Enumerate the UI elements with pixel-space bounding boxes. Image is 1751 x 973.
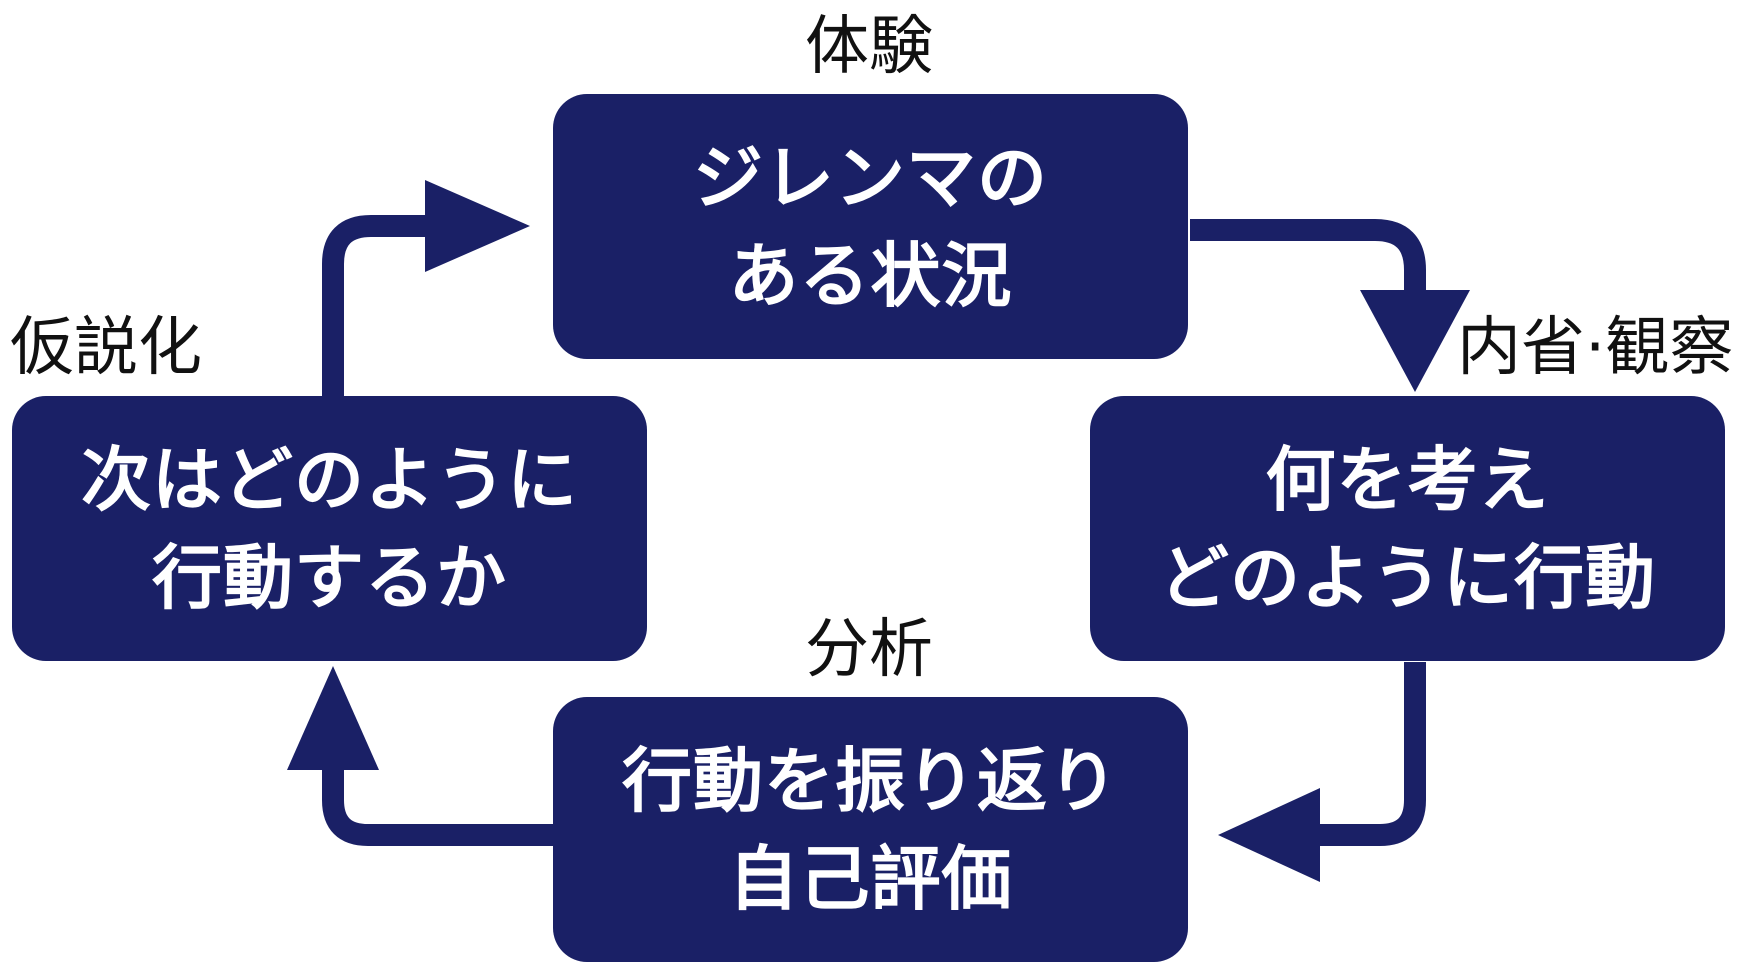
arrow-analysis-to-hypothesis bbox=[322, 760, 553, 846]
stage-experience-line2: ある状況 bbox=[728, 234, 1013, 317]
arrowhead-up bbox=[287, 666, 379, 770]
label-hypothesis: 仮説化 bbox=[10, 311, 202, 385]
arrow-heads bbox=[287, 180, 1470, 882]
arrowhead-right bbox=[425, 180, 530, 272]
arrow-reflection-to-analysis bbox=[1305, 662, 1426, 846]
arrowhead-down bbox=[1360, 290, 1470, 392]
stage-reflection-line1: 何を考え bbox=[1265, 438, 1550, 521]
arrow-hypothesis-to-experience bbox=[322, 215, 430, 396]
arrow-lines bbox=[322, 215, 1426, 846]
stage-hypothesis-line2: 行動するか bbox=[152, 536, 507, 619]
stage-analysis-line2: 自己評価 bbox=[728, 837, 1013, 920]
arrowhead-left bbox=[1218, 788, 1320, 882]
stage-box-hypothesis: 次はどのように 行動するか bbox=[12, 396, 647, 661]
stage-box-reflection: 何を考え どのように行動 bbox=[1090, 396, 1725, 661]
stage-box-analysis: 行動を振り返り 自己評価 bbox=[553, 697, 1188, 962]
stage-box-experience: ジレンマの ある状況 bbox=[553, 94, 1188, 359]
stage-experience-line1: ジレンマの bbox=[693, 136, 1048, 219]
label-analysis: 分析 bbox=[805, 613, 933, 687]
stage-analysis-line1: 行動を振り返り bbox=[622, 739, 1119, 822]
stage-reflection-line2: どのように行動 bbox=[1159, 536, 1656, 619]
label-experience: 体験 bbox=[805, 10, 933, 84]
arrow-experience-to-reflection bbox=[1190, 219, 1426, 295]
stage-hypothesis-line1: 次はどのように bbox=[81, 438, 578, 521]
label-reflection: 内省·観察 bbox=[1457, 311, 1734, 385]
